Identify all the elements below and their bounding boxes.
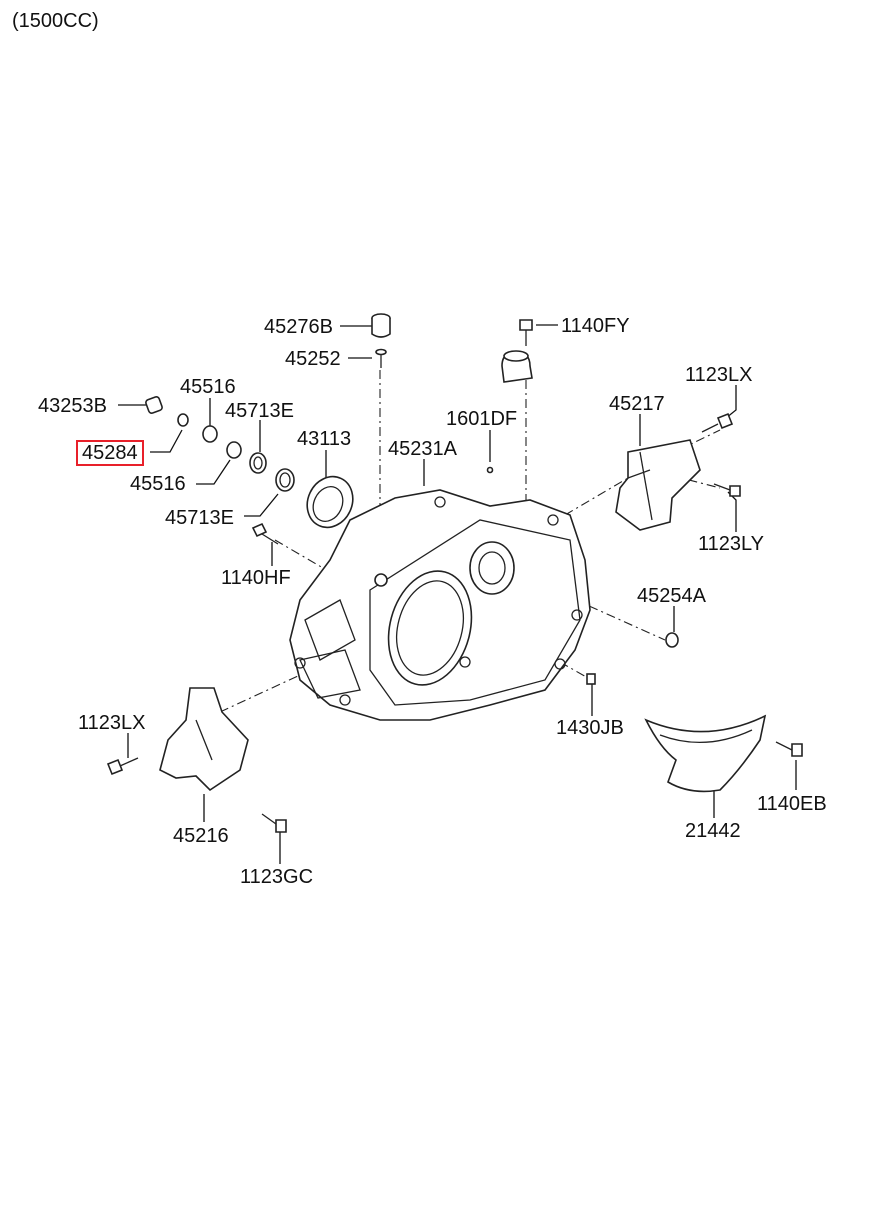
part-label-45284-highlighted[interactable]: 45284 (76, 440, 144, 466)
part-label-45217[interactable]: 45217 (609, 393, 665, 415)
bracket-45217 (615, 439, 701, 531)
part-label-1123lx-right[interactable]: 1123LX (685, 364, 753, 386)
part-label-45252[interactable]: 45252 (285, 348, 341, 370)
part-label-45516-upper[interactable]: 45516 (180, 376, 236, 398)
part-label-45713e-upper[interactable]: 45713E (225, 400, 294, 422)
part-label-21442[interactable]: 21442 (685, 820, 741, 842)
part-label-43113[interactable]: 43113 (297, 428, 352, 450)
part-label-1430jb[interactable]: 1430JB (556, 717, 624, 739)
cover-21442 (644, 714, 767, 793)
part-label-1123gc[interactable]: 1123GC (240, 866, 314, 888)
hardware (106, 313, 803, 833)
part-label-45216[interactable]: 45216 (173, 825, 229, 847)
part-label-1140hf[interactable]: 1140HF (221, 567, 291, 589)
part-label-45276b[interactable]: 45276B (264, 316, 333, 338)
part-label-45254a[interactable]: 45254A (637, 585, 706, 607)
part-label-45516-lower[interactable]: 45516 (130, 473, 186, 495)
part-label-45713e-lower[interactable]: 45713E (165, 507, 234, 529)
part-label-45231a[interactable]: 45231A (388, 438, 457, 460)
bracket-45216 (159, 687, 249, 792)
part-label-1140eb[interactable]: 1140EB (757, 793, 827, 815)
part-label-1123ly[interactable]: 1123LY (698, 533, 764, 555)
transaxle-housing (289, 489, 591, 721)
engine-note: (1500CC) (12, 10, 99, 32)
part-label-1123lx-left[interactable]: 1123LX (78, 712, 146, 734)
part-label-1601df[interactable]: 1601DF (446, 408, 518, 430)
part-label-43253b[interactable]: 43253B (38, 395, 107, 417)
part-label-1140fy[interactable]: 1140FY (561, 315, 630, 337)
